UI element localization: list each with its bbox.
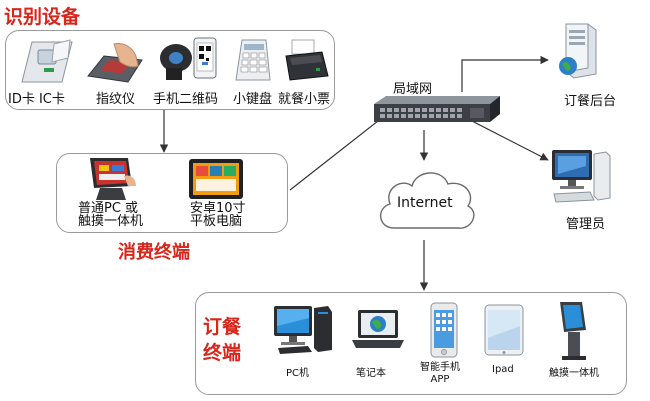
desktop-pc-icon (272, 302, 336, 356)
device-label-pos: 普通PC 或 触摸一体机 (78, 202, 143, 228)
device-label-tablet: 安卓10寸 平板电脑 (190, 202, 246, 228)
arrow-switch-to-admin (469, 119, 549, 161)
device-label-tablet-line2: 平板电脑 (190, 214, 243, 229)
order-title: 订餐 终端 (203, 314, 241, 366)
internet-label: Internet (397, 195, 453, 211)
consume-title: 消费终端 (118, 242, 190, 263)
device-label-kiosk: 触摸一体机 (549, 368, 599, 379)
device-label-card: ID卡 IC卡 (8, 92, 65, 107)
order-title-line1: 订餐 (203, 316, 242, 338)
smartphone-icon (430, 302, 458, 358)
card-reader-icon (18, 38, 76, 84)
device-label-pos-line1: 普通PC 或 (78, 201, 139, 216)
device-label-qr: 手机二维码 (153, 92, 219, 107)
laptop-icon (350, 308, 406, 352)
ipad-icon (484, 304, 524, 356)
device-label-receipt: 就餐小票 (278, 92, 331, 107)
identify-title: 识别设备 (4, 6, 81, 28)
internet-cloud-icon (372, 162, 480, 240)
receipt-printer-icon (282, 38, 330, 84)
device-label-pos-line2: 触摸一体机 (78, 214, 144, 229)
qr-scanner-icon (156, 34, 222, 84)
admin-desktop-icon (550, 148, 612, 204)
device-label-phone: 智能手机 APP (420, 362, 460, 386)
touch-kiosk-icon (556, 300, 590, 362)
server-label: 订餐后台 (564, 94, 617, 109)
pos-terminal-icon (84, 156, 140, 202)
device-label-phone-line1: 智能手机 (420, 362, 460, 373)
arrow-consume-to-switch (289, 109, 393, 191)
order-title-line2: 终端 (203, 342, 242, 364)
server-icon (554, 22, 598, 80)
arrow-switch-to-server (461, 55, 549, 92)
admin-label: 管理员 (566, 217, 606, 232)
device-label-tablet-line1: 安卓10寸 (190, 201, 246, 216)
device-label-pc: PC机 (286, 368, 310, 379)
device-label-ipad: Ipad (492, 364, 514, 375)
keypad-icon (232, 36, 272, 84)
device-label-laptop: 笔记本 (356, 368, 386, 379)
device-label-phone-line2: APP (430, 374, 450, 385)
order-panel (195, 292, 627, 395)
device-label-fingerprint: 指纹仪 (96, 92, 136, 107)
device-label-keypad: 小键盘 (233, 92, 273, 107)
switch-label: 局域网 (393, 82, 433, 97)
network-switch-icon (372, 94, 502, 134)
android-tablet-icon (188, 158, 244, 200)
fingerprint-scanner-icon (84, 38, 148, 84)
